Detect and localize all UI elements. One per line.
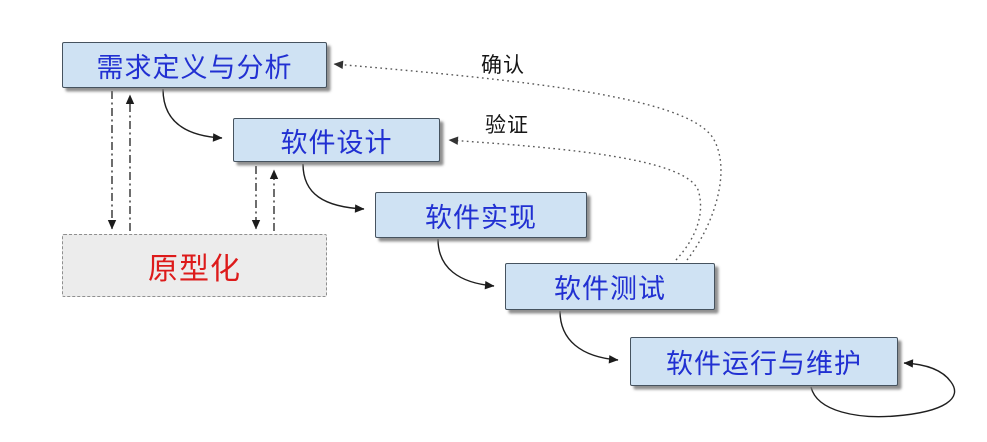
arrow-design-to-implementation xyxy=(302,163,365,213)
box-implementation-label: 软件实现 xyxy=(425,202,537,233)
arrow-requirements-to-design xyxy=(162,88,223,142)
arrow-testing-to-design-verify xyxy=(448,136,702,261)
box-implementation: 软件实现 xyxy=(375,192,587,238)
box-testing-label: 软件测试 xyxy=(554,274,666,304)
box-requirements: 需求定义与分析 xyxy=(62,42,327,88)
box-prototype: 原型化 xyxy=(62,234,327,297)
box-requirements-label: 需求定义与分析 xyxy=(96,52,293,83)
edge-label-verify: 验证 xyxy=(485,114,529,137)
box-design: 软件设计 xyxy=(233,118,440,162)
arrow-operation-self-loop xyxy=(810,359,956,418)
arrow-testing-to-operation xyxy=(559,310,619,364)
box-operation: 软件运行与维护 xyxy=(630,337,898,386)
edge-label-confirm: 确认 xyxy=(481,54,525,77)
arrow-implementation-to-testing xyxy=(437,238,495,290)
box-design-label: 软件设计 xyxy=(280,127,393,158)
box-testing: 软件测试 xyxy=(505,263,715,310)
box-operation-label: 软件运行与维护 xyxy=(666,349,862,379)
box-prototype-label: 原型化 xyxy=(148,252,241,286)
